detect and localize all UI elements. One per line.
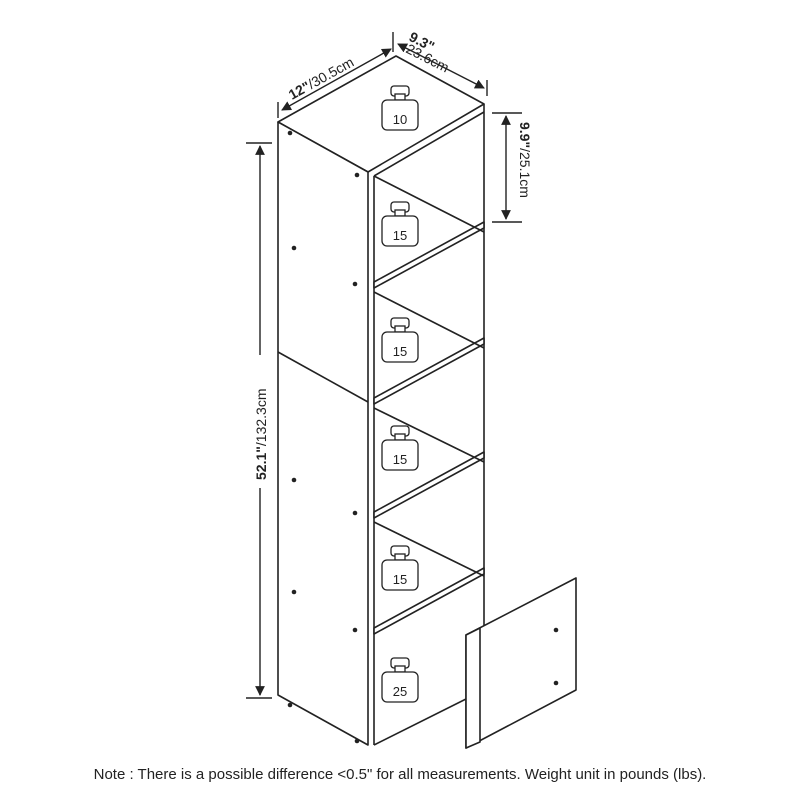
measurement-note: Note : There is a possible difference <0…: [93, 766, 707, 783]
open-door: [465, 577, 577, 749]
shelf-3: [373, 451, 485, 519]
width-dimension: [397, 43, 488, 96]
weight-icon-3: 15: [381, 317, 419, 363]
shelf-2: [373, 337, 485, 405]
weight-icon-6: 25: [381, 657, 419, 703]
weight-label-2: 15: [393, 228, 407, 243]
shelf-height-label: 9.9"/25.1cm: [517, 122, 533, 198]
stack-joint-line: [277, 351, 369, 403]
total-height-dimension: [246, 142, 272, 699]
total-height-label: 52.1"/132.3cm: [253, 389, 269, 480]
weight-label-4: 15: [393, 452, 407, 467]
weight-label-3: 15: [393, 344, 407, 359]
weight-icon-5: 15: [381, 545, 419, 591]
depth-dimension: [277, 32, 394, 118]
weight-label-5: 15: [393, 572, 407, 587]
weight-label-1: 10: [393, 112, 407, 127]
weight-icon-2: 15: [381, 201, 419, 247]
shelf-height-dimension: [492, 112, 522, 223]
weight-icon-4: 15: [381, 425, 419, 471]
weight-label-6: 25: [393, 684, 407, 699]
bookcase-drawing: [277, 55, 577, 749]
shelf-1: [373, 221, 485, 289]
shelf-4: [373, 567, 485, 635]
side-panel: [277, 121, 369, 746]
